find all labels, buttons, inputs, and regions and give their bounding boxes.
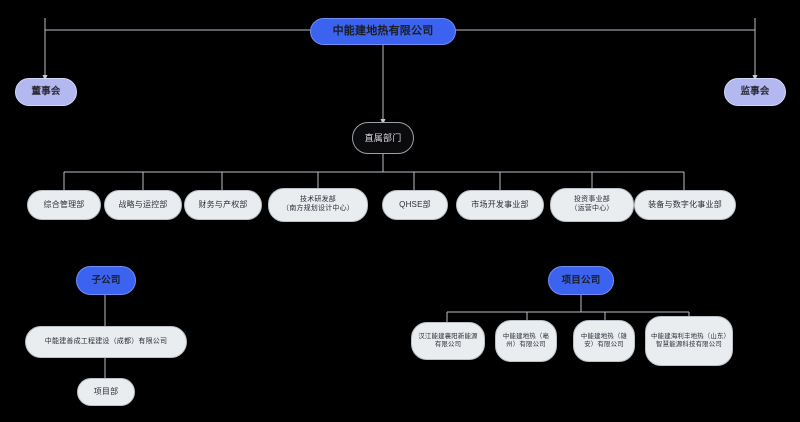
node-project-xiongan[interactable]: 中能建地热（雄安）有限公司 [573, 320, 635, 362]
node-dept-qhse[interactable]: QHSE部 [382, 190, 448, 220]
node-dept-equipment-digital[interactable]: 装备与数字化事业部 [634, 190, 736, 220]
node-dept-market-development[interactable]: 市场开发事业部 [456, 190, 544, 220]
node-project-company[interactable]: 项目公司 [548, 266, 614, 295]
node-subsidiary[interactable]: 子公司 [76, 266, 136, 295]
node-board-of-supervisors[interactable]: 监事会 [724, 78, 786, 106]
node-board-of-directors[interactable]: 董事会 [15, 78, 77, 106]
node-dept-technology-rnd[interactable]: 技术研发部 （南方规划设计中心） [268, 188, 368, 222]
node-project-hailifeng-shandong[interactable]: 中能建海利丰地热（山东）智慧能源科技有限公司 [645, 316, 733, 366]
node-dept-strategy-operations[interactable]: 战略与运控部 [104, 190, 182, 220]
node-root-company[interactable]: 中能建地热有限公司 [310, 18, 456, 45]
node-dept-general-management[interactable]: 综合管理部 [27, 190, 101, 220]
node-dept-investment[interactable]: 投资事业部 （运营中心） [550, 188, 634, 222]
node-direct-departments[interactable]: 直属部门 [352, 122, 414, 154]
node-project-department[interactable]: 项目部 [77, 378, 135, 406]
node-dept-finance-property[interactable]: 财务与产权部 [184, 190, 262, 220]
node-subsidiary-chengdu[interactable]: 中能建善成工程建设（成都）有限公司 [25, 326, 187, 358]
node-project-hanjiang-xiangyang[interactable]: 汉江能建襄阳新能源有限公司 [411, 322, 485, 360]
node-project-bozhou[interactable]: 中能建地热（亳州）有限公司 [495, 320, 557, 362]
